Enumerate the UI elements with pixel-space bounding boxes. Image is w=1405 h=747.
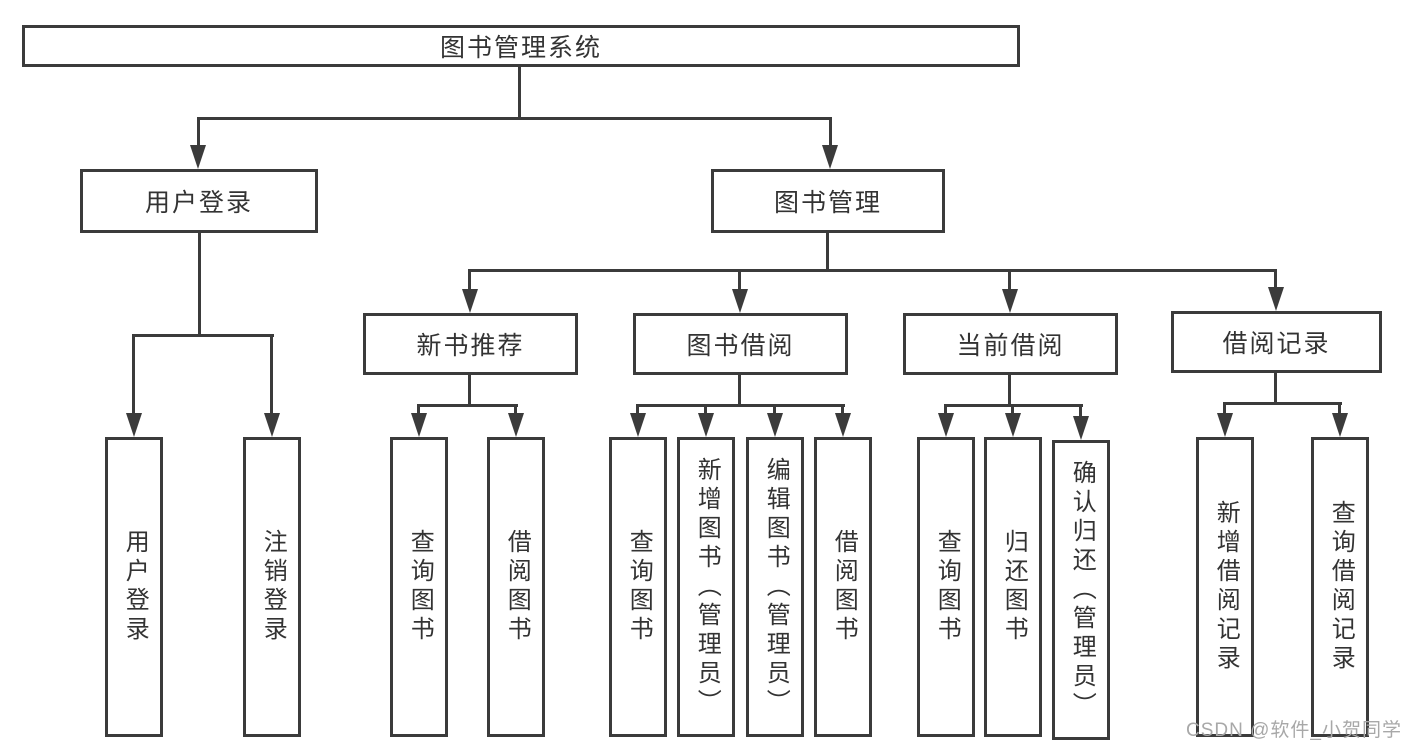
- connector-root-bus: [198, 117, 832, 120]
- arrow-to-new-book-recommend-icon: [462, 289, 478, 313]
- connector-to-add-borrow-record: [1223, 402, 1226, 415]
- arrow-to-borrowing-records-icon: [1268, 287, 1284, 311]
- leaf-query-books-current-label: 查询图书: [933, 529, 961, 645]
- node-new-book-recommend: 新书推荐: [363, 313, 578, 375]
- leaf-logout-label: 注销登录: [259, 529, 287, 645]
- node-library-management-system: 图书管理系统: [22, 25, 1020, 67]
- connector-current-borrowing-stem: [1008, 374, 1011, 407]
- leaf-confirm-return-admin-label: 确认归还（管理员）: [1068, 459, 1096, 721]
- connector-to-book-management: [829, 117, 832, 147]
- connector-to-borrow-books-borrowing: [841, 404, 844, 415]
- leaf-logout: 注销登录: [243, 437, 301, 737]
- connector-to-new-book-recommend: [468, 269, 471, 291]
- node-book-management: 图书管理: [711, 169, 945, 233]
- leaf-return-books: 归还图书: [984, 437, 1042, 737]
- node-user-login: 用户登录: [80, 169, 318, 233]
- arrow-to-borrow-books-borrowing-icon: [835, 413, 851, 437]
- connector-book-borrowing-stem: [738, 374, 741, 407]
- connector-borrowing-records-stem: [1274, 372, 1277, 405]
- arrow-to-book-borrowing-icon: [732, 289, 748, 313]
- leaf-return-books-label: 归还图书: [1000, 529, 1028, 645]
- connector-to-edit-books-admin: [773, 404, 776, 415]
- arrow-to-query-books-borrowing-icon: [630, 413, 646, 437]
- leaf-add-borrow-record: 新增借阅记录: [1196, 437, 1254, 737]
- arrow-to-logout-icon: [264, 413, 280, 437]
- leaf-add-borrow-record-label: 新增借阅记录: [1212, 500, 1240, 674]
- leaf-user-login-label: 用户登录: [121, 529, 149, 645]
- connector-to-user-login: [197, 117, 200, 147]
- arrow-to-edit-books-admin-icon: [767, 413, 783, 437]
- arrow-to-borrow-books-recommend-icon: [508, 413, 524, 437]
- arrow-to-current-borrowing-icon: [1002, 289, 1018, 313]
- connector-to-user-login-leaf: [132, 334, 135, 414]
- connector-borrowing-records-bus: [1224, 402, 1342, 405]
- leaf-add-books-admin-label: 新增图书（管理员）: [693, 456, 721, 718]
- watermark: CSDN @软件_小贺同学: [1186, 720, 1402, 741]
- connector-root-stem: [518, 67, 521, 119]
- connector-to-query-borrow-record: [1338, 402, 1341, 415]
- connector-to-return-books: [1011, 404, 1014, 415]
- node-current-borrowing: 当前借阅: [903, 313, 1118, 375]
- arrow-to-confirm-return-admin-icon: [1073, 416, 1089, 440]
- connector-to-confirm-return-admin: [1079, 404, 1082, 418]
- leaf-edit-books-admin: 编辑图书（管理员）: [746, 437, 804, 737]
- connector-to-add-books-admin: [704, 404, 707, 415]
- leaf-query-borrow-record: 查询借阅记录: [1311, 437, 1369, 737]
- leaf-query-books-recommend: 查询图书: [390, 437, 448, 737]
- connector-book-management-bus: [469, 269, 1277, 272]
- arrow-to-book-management-icon: [822, 145, 838, 169]
- arrow-to-add-borrow-record-icon: [1217, 413, 1233, 437]
- arrow-to-query-books-current-icon: [938, 413, 954, 437]
- leaf-borrow-books-recommend-label: 借阅图书: [503, 529, 531, 645]
- arrow-to-return-books-icon: [1005, 413, 1021, 437]
- connector-to-borrow-books-recommend: [514, 404, 517, 415]
- arrow-to-query-borrow-record-icon: [1332, 413, 1348, 437]
- leaf-borrow-books-borrowing: 借阅图书: [814, 437, 872, 737]
- leaf-add-books-admin: 新增图书（管理员）: [677, 437, 735, 737]
- node-borrowing-records: 借阅记录: [1171, 311, 1382, 373]
- leaf-query-books-borrowing-label: 查询图书: [625, 529, 653, 645]
- arrow-to-user-login-leaf-icon: [126, 413, 142, 437]
- connector-user-login-stem: [198, 232, 201, 336]
- connector-current-borrowing-bus: [945, 404, 1083, 407]
- arrow-to-add-books-admin-icon: [698, 413, 714, 437]
- connector-to-book-borrowing: [738, 269, 741, 291]
- leaf-borrow-books-recommend: 借阅图书: [487, 437, 545, 737]
- connector-to-borrowing-records: [1274, 269, 1277, 289]
- connector-book-management-stem: [826, 232, 829, 272]
- leaf-edit-books-admin-label: 编辑图书（管理员）: [762, 456, 790, 718]
- leaf-user-login: 用户登录: [105, 437, 163, 737]
- leaf-borrow-books-borrowing-label: 借阅图书: [830, 529, 858, 645]
- arrow-to-query-books-recommend-icon: [411, 413, 427, 437]
- leaf-query-books-current: 查询图书: [917, 437, 975, 737]
- leaf-query-borrow-record-label: 查询借阅记录: [1327, 500, 1355, 674]
- connector-to-query-books-recommend: [417, 404, 420, 415]
- arrow-to-user-login-icon: [190, 145, 206, 169]
- leaf-query-books-borrowing: 查询图书: [609, 437, 667, 737]
- connector-to-logout: [270, 334, 273, 414]
- leaf-confirm-return-admin: 确认归还（管理员）: [1052, 440, 1110, 740]
- leaf-query-books-recommend-label: 查询图书: [406, 529, 434, 645]
- connector-new-book-recommend-bus: [418, 404, 518, 407]
- connector-to-query-books-borrowing: [636, 404, 639, 415]
- connector-new-book-recommend-stem: [468, 374, 471, 407]
- connector-book-borrowing-bus: [637, 404, 845, 407]
- connector-to-query-books-current: [944, 404, 947, 415]
- connector-to-current-borrowing: [1008, 269, 1011, 291]
- connector-user-login-bus: [133, 334, 274, 337]
- node-book-borrowing: 图书借阅: [633, 313, 848, 375]
